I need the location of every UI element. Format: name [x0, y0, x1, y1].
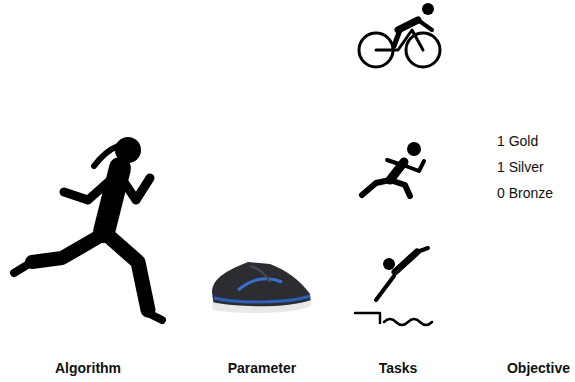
column-label: Parameter — [228, 360, 297, 377]
swimming-icon — [355, 248, 432, 325]
cycling-icon — [359, 3, 440, 67]
running-icon — [362, 142, 424, 196]
medal-count: 1 Gold — [497, 133, 538, 150]
column-label: Objective — [507, 360, 570, 377]
column-label: Algorithm — [55, 360, 121, 377]
shoe-illustration — [212, 262, 311, 313]
medal-count: 1 Silver — [497, 159, 544, 176]
medal-count: 0 Bronze — [497, 185, 553, 202]
runner-silhouette — [14, 137, 162, 320]
column-label: Tasks — [379, 360, 418, 377]
